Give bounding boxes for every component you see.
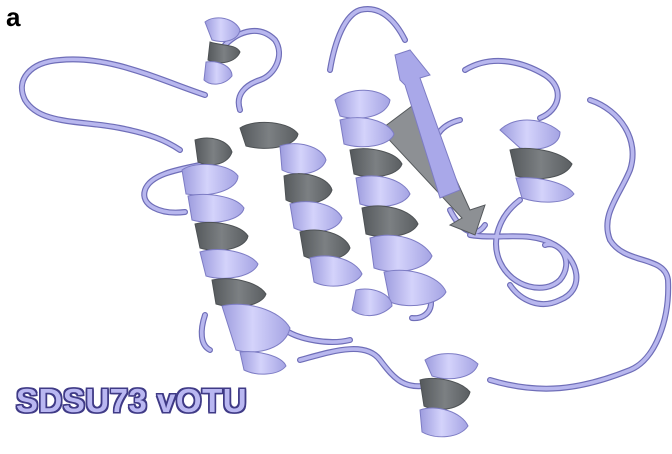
beta-strand-pair: [379, 49, 486, 236]
structure-caption: SDSU73 vOTU: [16, 382, 248, 419]
coil-loops: [18, 6, 672, 392]
helix-top-small: [203, 17, 241, 85]
helix-2: [239, 121, 363, 287]
panel-letter: a: [6, 2, 21, 32]
helix-right-small: [499, 119, 575, 203]
helix-bottom-small: [419, 353, 479, 438]
helix-1: [181, 137, 291, 375]
helix-3: [334, 89, 447, 316]
